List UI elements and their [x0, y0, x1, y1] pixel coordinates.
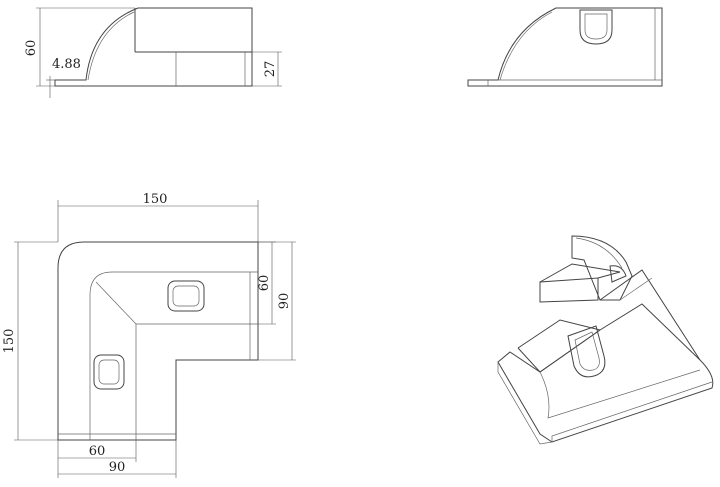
iso-right-plate: [599, 269, 701, 361]
dim-plan-right-inner-label: 60: [257, 275, 272, 292]
dim-side-lip-label: 4.88: [52, 57, 81, 72]
plan-view-slot-top: [167, 280, 205, 312]
iso-base-front-edge: [497, 362, 553, 445]
plan-view-inner-outer: [89, 271, 258, 440]
dim-plan-bottom-inner-label: 60: [89, 444, 106, 459]
dim-plan-top-label: 150: [143, 192, 168, 207]
plan-view-slot-left: [93, 354, 125, 390]
plan-view-slot-left-inner: [98, 359, 120, 385]
front-view-curve: [499, 11, 553, 81]
iso-base-outline: [497, 303, 714, 443]
iso-fin: [571, 235, 633, 301]
dim-plan-bottom-outer-label: 90: [109, 460, 126, 475]
iso-step-top: [517, 319, 601, 349]
plan-view-inner-step: [135, 323, 258, 440]
iso-fin-curve: [575, 237, 623, 269]
plan-view-outline: [57, 241, 259, 441]
iso-back-block: [539, 277, 599, 303]
iso-back-block-top: [539, 263, 621, 283]
iso-base-bottom-edge: [551, 381, 713, 442]
dim-side-height-label: 60: [24, 40, 39, 57]
plan-view: 150 150 60 90 60 90: [2, 192, 296, 478]
front-view-slot-outer: [579, 9, 613, 45]
iso-fin-slot: [609, 265, 627, 283]
isometric-view: [497, 235, 714, 445]
iso-slot-outer: [567, 325, 606, 378]
iso-right-plate-edge: [619, 277, 653, 301]
plan-view-miter: [95, 281, 137, 325]
front-view-outline: [467, 7, 663, 87]
front-view: [467, 7, 663, 87]
side-view-outline: [54, 7, 253, 87]
plan-view-slot-top-inner: [172, 285, 200, 307]
iso-slot-inner: [574, 331, 600, 371]
dim-side-step-label: 27: [263, 61, 278, 78]
dim-plan-right-outer-label: 90: [277, 293, 292, 310]
dim-plan-left-label: 150: [2, 329, 17, 354]
iso-surface-edge: [539, 369, 701, 419]
side-view: 60 4.88 27: [24, 7, 282, 98]
side-view-inner-curve: [87, 11, 135, 81]
front-view-slot-inner: [584, 13, 608, 40]
